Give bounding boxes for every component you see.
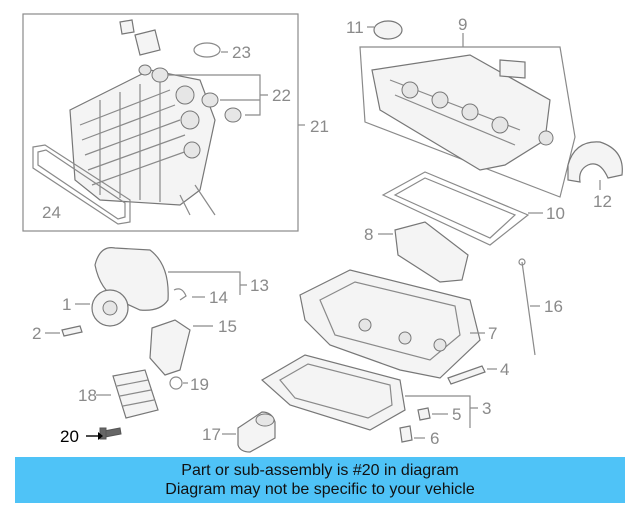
drain-plug-5 [417,407,431,421]
callout-12: 12 [593,192,612,211]
sensor-4 [447,365,486,385]
oil-cooler-18 [112,369,159,419]
leader-22 [168,74,268,116]
cylinder-head-cover [371,54,554,171]
callout-11: 11 [346,18,364,37]
callout-20: 20 [60,427,79,446]
callout-4: 4 [500,360,509,379]
callout-23: 23 [232,43,251,62]
intake-manifold [69,69,216,216]
callout-24: 24 [42,203,61,222]
leader-13 [168,271,247,295]
seal-14 [173,288,187,301]
timing-cover-12 [567,141,623,183]
callout-16: 16 [544,297,563,316]
callout-13: 13 [250,276,269,295]
callout-10: 10 [546,204,565,223]
lower-oil-pan-3 [260,354,406,431]
callout-2: 2 [32,324,41,343]
pulley-hub [102,300,118,316]
callout-5: 5 [452,405,461,424]
callout-7: 7 [488,324,497,343]
leader-3 [405,395,478,428]
bolt-20 [99,427,122,440]
oring-19 [169,376,183,390]
callout-3: 3 [482,399,491,418]
cooler-fins [116,379,155,407]
bolt-2 [61,325,83,337]
callout-19: 19 [190,375,209,394]
callout-18: 18 [78,386,97,405]
callout-8: 8 [364,225,373,244]
sensor-22-23-parts [119,19,242,123]
dipstick-handle [518,258,526,266]
callout-1: 1 [62,295,71,314]
callout-9: 9 [458,15,467,34]
callout-17: 17 [202,425,221,444]
gasket-24 [32,144,131,225]
arrow-20 [98,432,103,440]
info-banner: Part or sub-assembly is #20 in diagram D… [15,457,625,503]
banner-line-2: Diagram may not be specific to your vehi… [165,481,475,498]
upper-oil-pan-7 [299,269,481,379]
dipstick-16 [521,261,536,356]
callout-21: 21 [310,117,329,136]
plug-6 [399,425,413,443]
filter-top [255,413,275,427]
intake-manifold-group-frame [22,13,299,232]
callout-22: 22 [272,86,291,105]
callout-14: 14 [209,288,228,307]
oil-filler-cap [373,20,403,40]
callout-6: 6 [430,429,439,448]
banner-line-1: Part or sub-assembly is #20 in diagram [181,462,459,479]
callout-15: 15 [218,317,237,336]
runner-8 [394,221,469,283]
bracket-15 [149,319,191,376]
gasket-10 [381,171,530,246]
